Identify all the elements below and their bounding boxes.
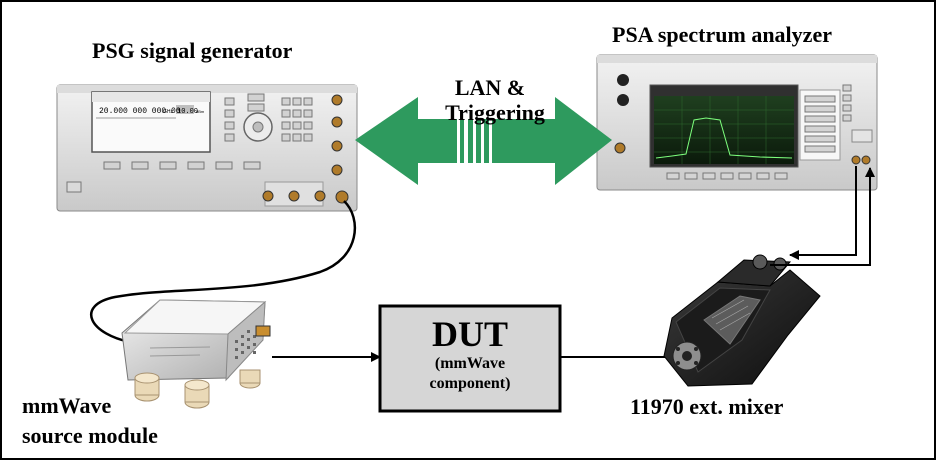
psg-instrument-icon: [56, 84, 358, 212]
psg-display-power-unit: dBm: [196, 109, 205, 114]
mixer-if-line-2: [789, 166, 857, 260]
lan-label-line1: LAN &: [454, 75, 526, 100]
psa-instrument-icon: [596, 54, 878, 191]
dut-subtitle-line2: component): [429, 375, 511, 392]
psg-label: PSG signal generator: [92, 38, 293, 63]
mixer-icon: [663, 254, 821, 387]
dut-subtitle-line1: (mmWave: [434, 355, 506, 372]
mixer-label: 11970 ext. mixer: [630, 394, 784, 419]
mixer-if-line-1: [770, 167, 875, 266]
psa-label: PSA spectrum analyzer: [612, 22, 832, 47]
psg-display-unit: GHz: [163, 109, 174, 115]
psg-display-power: 10.00: [177, 108, 198, 116]
lan-label-line2: Triggering: [445, 100, 545, 125]
source-label-line2: source module: [22, 423, 158, 448]
source-label-line1: mmWave: [22, 393, 112, 418]
source-module-icon: [121, 299, 271, 409]
lan-arrow: [355, 97, 612, 185]
dut-box: [378, 304, 562, 413]
psg-display-frequency: 20.000 000 000 00: [99, 107, 181, 116]
source-cable: [89, 200, 357, 345]
dut-title: DUT: [431, 314, 508, 354]
